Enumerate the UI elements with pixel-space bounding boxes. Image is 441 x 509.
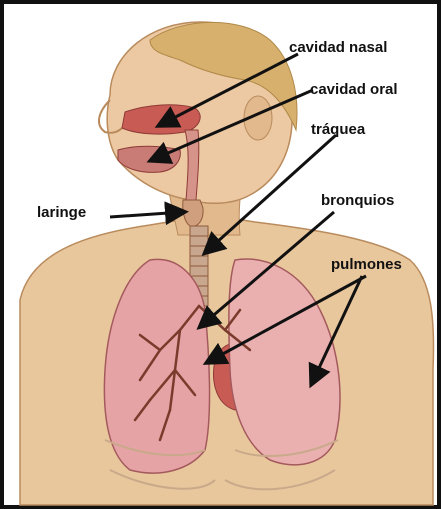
label-trachea: tráquea: [311, 122, 365, 137]
label-oral-cavity: cavidad oral: [310, 82, 398, 97]
label-lungs: pulmones: [331, 257, 402, 272]
label-bronchi: bronquios: [321, 193, 394, 208]
label-larynx: laringe: [37, 205, 86, 220]
label-nasal-cavity: cavidad nasal: [289, 40, 387, 55]
